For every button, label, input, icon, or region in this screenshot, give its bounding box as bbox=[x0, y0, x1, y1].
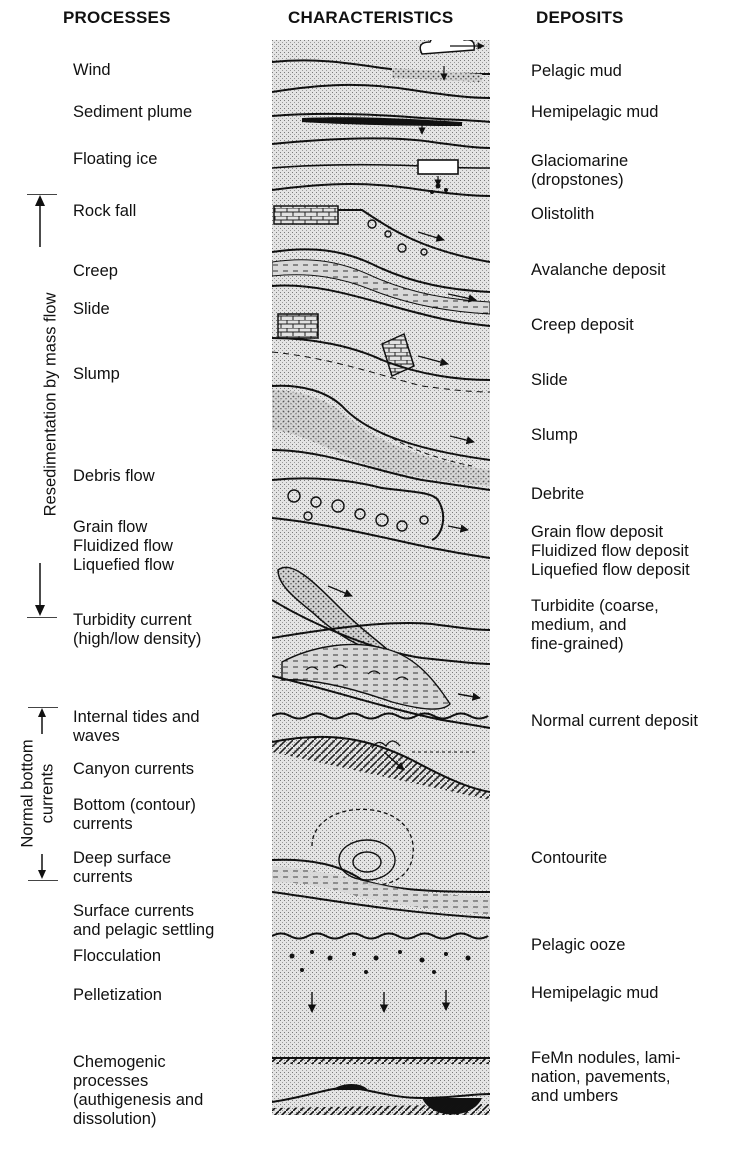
process-label: Pelletization bbox=[73, 986, 162, 1005]
deposit-label: Glaciomarine (dropstones) bbox=[531, 152, 628, 190]
process-label: Wind bbox=[73, 61, 111, 80]
deposit-label: Slump bbox=[531, 426, 578, 445]
deposit-label: Hemipelagic mud bbox=[531, 103, 658, 122]
process-label: Floating ice bbox=[73, 150, 157, 169]
deposit-label: Turbidite (coarse, medium, and fine-grai… bbox=[531, 597, 659, 654]
characteristics-illustrations bbox=[272, 40, 490, 1115]
process-label: Internal tides and waves bbox=[73, 708, 200, 746]
process-label: Creep bbox=[73, 262, 118, 281]
process-label: Turbidity current (high/low density) bbox=[73, 611, 201, 649]
deposit-label: Slide bbox=[531, 371, 568, 390]
header-characteristics: CHARACTERISTICS bbox=[288, 8, 453, 28]
process-label: Debris flow bbox=[73, 467, 155, 486]
process-label: Grain flow Fluidized flow Liquefied flow bbox=[73, 518, 174, 575]
process-label: Flocculation bbox=[73, 947, 161, 966]
header-processes: PROCESSES bbox=[63, 8, 171, 28]
mass-flow-side-label: Resedimentation by mass flow bbox=[42, 275, 61, 535]
process-label: Sediment plume bbox=[73, 103, 192, 122]
deposit-label: Olistolith bbox=[531, 205, 594, 224]
deposit-label: Contourite bbox=[531, 849, 607, 868]
process-label: Bottom (contour) currents bbox=[73, 796, 196, 834]
header-deposits: DEPOSITS bbox=[536, 8, 624, 28]
process-label: Slide bbox=[73, 300, 110, 319]
bracket-tick bbox=[27, 617, 57, 618]
process-label: Rock fall bbox=[73, 202, 136, 221]
deposit-label: FeMn nodules, lami- nation, pavements, a… bbox=[531, 1049, 680, 1106]
deposit-label: Hemipelagic mud bbox=[531, 984, 658, 1003]
process-label: Deep surface currents bbox=[73, 849, 171, 887]
process-label: Chemogenic processes (authigenesis and d… bbox=[73, 1053, 203, 1129]
deposit-label: Grain flow deposit Fluidized flow deposi… bbox=[531, 523, 690, 580]
deposit-label: Normal current deposit bbox=[531, 712, 698, 731]
bottom-currents-side-label-2: currents bbox=[39, 724, 58, 864]
deposit-label: Avalanche deposit bbox=[531, 261, 666, 280]
process-label: Slump bbox=[73, 365, 120, 384]
bottom-currents-side-label-1: Normal bottom bbox=[19, 724, 38, 864]
deposit-label: Pelagic mud bbox=[531, 62, 622, 81]
bracket-tick bbox=[28, 880, 58, 881]
deposit-label: Creep deposit bbox=[531, 316, 634, 335]
deposit-label: Debrite bbox=[531, 485, 584, 504]
process-label: Canyon currents bbox=[73, 760, 194, 779]
process-label: Surface currents and pelagic settling bbox=[73, 902, 214, 940]
deposit-label: Pelagic ooze bbox=[531, 936, 625, 955]
